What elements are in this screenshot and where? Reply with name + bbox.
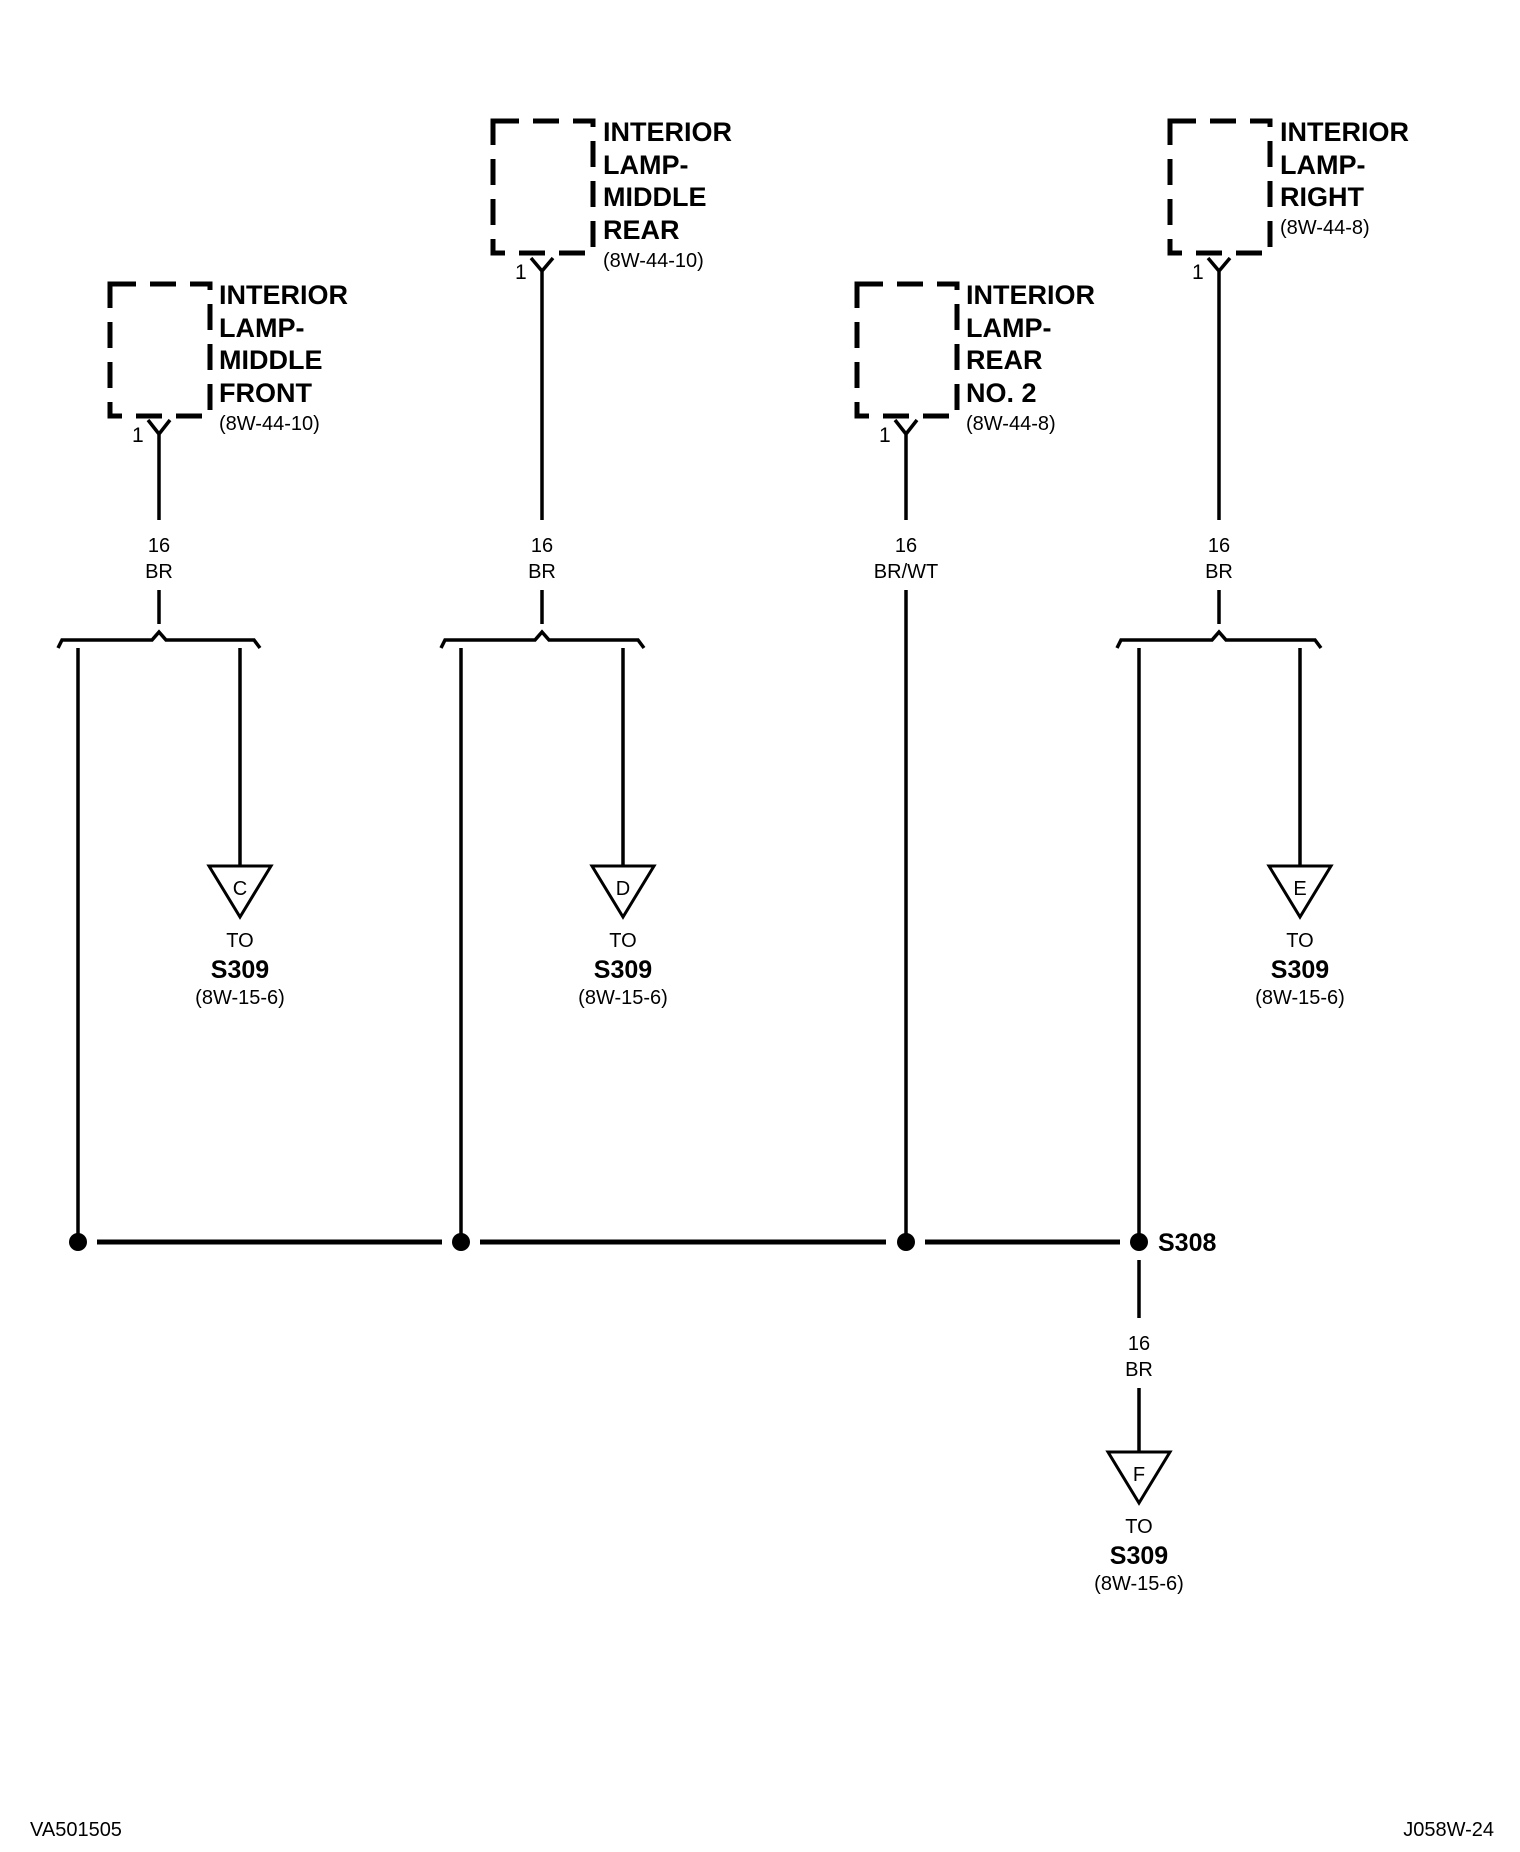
- connector-to: TO: [226, 930, 253, 952]
- connector-ref: (8W-15-6): [578, 987, 668, 1009]
- connector-ref: (8W-15-6): [195, 987, 285, 1009]
- component-box: [854, 281, 960, 419]
- component-title-line: LAMP-: [603, 150, 688, 180]
- component-box: [490, 118, 596, 256]
- component-title-line: LAMP-: [219, 313, 304, 343]
- component-title-line: INTERIOR: [219, 280, 348, 310]
- component-box: [1167, 118, 1273, 256]
- connector-letter: D: [616, 878, 630, 900]
- connector-to: TO: [1286, 930, 1313, 952]
- component-ref: (8W-44-8): [1280, 217, 1370, 239]
- branch-brace: [1115, 629, 1323, 650]
- connector-ref: (8W-15-6): [1255, 987, 1345, 1009]
- connector-dest: S309: [594, 956, 652, 984]
- component-title-line: INTERIOR: [966, 280, 1095, 310]
- component-interior-lamp-rear-no2: INTERIOR LAMP- REAR NO. 2 (8W-44-8) 1: [854, 280, 1095, 447]
- connector-letter: E: [1293, 878, 1306, 900]
- component-ref: (8W-44-8): [966, 413, 1056, 435]
- connector-to: TO: [1125, 1516, 1152, 1538]
- component-ref: (8W-44-10): [603, 250, 704, 272]
- pin-number: 1: [132, 424, 144, 447]
- branch-brace: [439, 629, 646, 650]
- component-title-line: FRONT: [219, 378, 312, 408]
- component-interior-lamp-middle-front: INTERIOR LAMP- MIDDLE FRONT (8W-44-10) 1: [107, 280, 348, 447]
- component-title-line: NO. 2: [966, 378, 1037, 408]
- connector-to: TO: [609, 930, 636, 952]
- component-box: [107, 281, 213, 419]
- connector-dest: S309: [1271, 956, 1329, 984]
- wire-color: BR: [1125, 1359, 1153, 1381]
- connector-triangle: [1266, 864, 1334, 920]
- connector-triangle: [1105, 1450, 1173, 1506]
- connector-f: F TO S309 (8W-15-6): [1094, 1450, 1184, 1595]
- component-title-line: MIDDLE: [603, 182, 707, 212]
- footer-left-code: VA501505: [30, 1819, 122, 1841]
- connector-triangle: [589, 864, 657, 920]
- splice-bus: S308: [69, 1229, 1216, 1257]
- component-title-line: LAMP-: [966, 313, 1051, 343]
- component-title-line: REAR: [966, 345, 1043, 375]
- connector-pin-symbol: [1206, 256, 1232, 279]
- splice-label: S308: [1158, 1229, 1216, 1257]
- connector-letter: F: [1133, 1464, 1145, 1486]
- component-title-line: MIDDLE: [219, 345, 323, 375]
- wire-gauge: 16: [148, 535, 170, 557]
- connector-pin-symbol: [529, 256, 555, 279]
- splice-dot: [452, 1233, 470, 1251]
- connector-pin-symbol: [146, 418, 172, 441]
- splice-dot: [897, 1233, 915, 1251]
- component-title-line: REAR: [603, 215, 680, 245]
- wire-gauge: 16: [1128, 1333, 1150, 1355]
- wire-gauge: 16: [531, 535, 553, 557]
- branch-brace: [56, 629, 262, 650]
- wire-color: BR/WT: [874, 561, 938, 583]
- pin-number: 1: [515, 261, 527, 284]
- component-title-line: LAMP-: [1280, 150, 1365, 180]
- component-ref: (8W-44-10): [219, 413, 320, 435]
- connector-letter: C: [233, 878, 247, 900]
- component-interior-lamp-right: INTERIOR LAMP- RIGHT (8W-44-8) 1: [1167, 117, 1409, 284]
- wire-gauge: 16: [1208, 535, 1230, 557]
- connector-e: E TO S309 (8W-15-6): [1255, 864, 1345, 1009]
- wire-color: BR: [1205, 561, 1233, 583]
- footer-right-code: J058W-24: [1403, 1819, 1494, 1841]
- connector-c: C TO S309 (8W-15-6): [195, 864, 285, 1009]
- splice-dot: [69, 1233, 87, 1251]
- wire-gauge: 16: [895, 535, 917, 557]
- pin-number: 1: [1192, 261, 1204, 284]
- connector-dest: S309: [1110, 1542, 1168, 1570]
- wire-color: BR: [145, 561, 173, 583]
- component-title-line: INTERIOR: [1280, 117, 1409, 147]
- component-interior-lamp-middle-rear: INTERIOR LAMP- MIDDLE REAR (8W-44-10) 1: [490, 117, 732, 284]
- wire-color: BR: [528, 561, 556, 583]
- splice-dot: [1130, 1233, 1148, 1251]
- connector-pin-symbol: [893, 418, 919, 441]
- pin-number: 1: [879, 424, 891, 447]
- connector-dest: S309: [211, 956, 269, 984]
- connector-ref: (8W-15-6): [1094, 1573, 1184, 1595]
- connector-triangle: [206, 864, 274, 920]
- connector-d: D TO S309 (8W-15-6): [578, 864, 668, 1009]
- component-title-line: INTERIOR: [603, 117, 732, 147]
- component-title-line: RIGHT: [1280, 182, 1365, 212]
